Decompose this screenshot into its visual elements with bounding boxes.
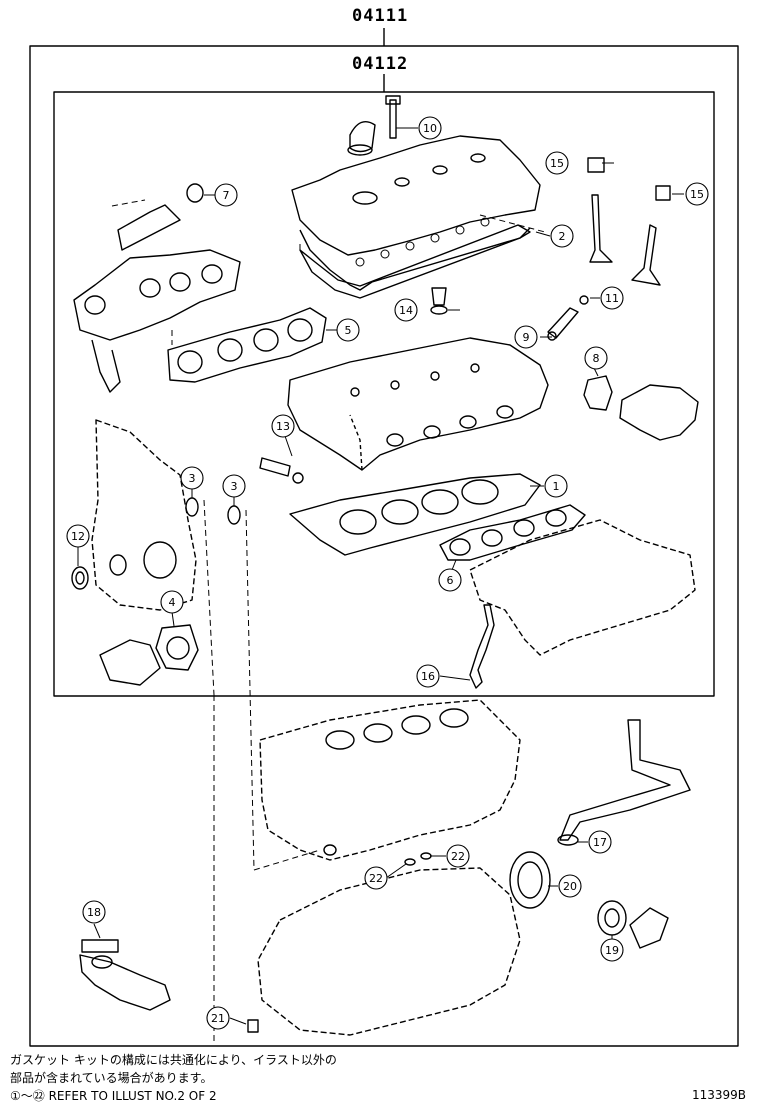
exhaust-manifold-drawing [73, 183, 241, 393]
fuel-injector-drawing [547, 307, 579, 339]
part-callout-4[interactable]: 4 [160, 590, 184, 614]
part-callout-16[interactable]: 16 [416, 664, 440, 688]
svg-text:3: 3 [189, 472, 196, 485]
intake-manifold-drawing [469, 519, 696, 656]
svg-text:10: 10 [423, 122, 437, 135]
svg-text:4: 4 [169, 596, 176, 609]
part-callout-13[interactable]: 13 [271, 414, 295, 438]
part-callout-12[interactable]: 12 [66, 524, 90, 548]
oil-strainer-drawing [79, 954, 171, 1011]
part-callout-14[interactable]: 14 [394, 298, 418, 322]
part-callout-18[interactable]: 18 [82, 900, 106, 924]
water-outlet-drawing [619, 384, 699, 441]
cylinder-block-drawing [259, 699, 521, 861]
crankshaft-oil-seal-front-drawing [597, 900, 627, 936]
part-callout-1[interactable]: 1 [544, 474, 568, 498]
svg-text:8: 8 [593, 352, 600, 365]
oil-level-gauge-guide-drawing [469, 604, 495, 689]
cylinder-head-cover-drawing [291, 95, 541, 291]
note-line-3: ①～㉒ REFER TO ILLUST NO.2 OF 2 [10, 1089, 217, 1103]
svg-text:18: 18 [87, 906, 101, 919]
intake-valve-drawing [589, 194, 613, 263]
kit-inner-code[interactable]: 04112 [352, 54, 409, 74]
svg-text:22: 22 [451, 850, 465, 863]
crankshaft-oil-seal-rear-drawing [509, 851, 551, 909]
part-callout-10[interactable]: 10 [418, 116, 442, 140]
document-id: 113399B [691, 1088, 746, 1102]
note-line-1: ガスケット キットの構成には共通化により、イラスト以外の [10, 1053, 337, 1067]
water-outlet-gasket-drawing [583, 375, 613, 411]
timing-chain-cover-drawing [91, 419, 197, 611]
exhaust-manifold-gasket-drawing [167, 307, 327, 383]
part-callout-15b[interactable]: 15 [685, 182, 709, 206]
part-callout-6[interactable]: 6 [438, 568, 462, 592]
part-callout-22b[interactable]: 22 [364, 866, 388, 890]
svg-text:3: 3 [231, 480, 238, 493]
water-pump-drawing [99, 639, 161, 686]
head-cover-gasket-drawing [299, 224, 531, 299]
svg-text:15: 15 [550, 157, 564, 170]
part-callout-2[interactable]: 2 [550, 224, 574, 248]
water-inlet-pipe-drawing [559, 719, 691, 841]
svg-text:21: 21 [211, 1012, 225, 1025]
part-callout-8[interactable]: 8 [584, 346, 608, 370]
svg-text:20: 20 [563, 880, 577, 893]
svg-text:22: 22 [369, 872, 383, 885]
part-callout-3b[interactable]: 3 [222, 474, 246, 498]
part-callout-11[interactable]: 11 [600, 286, 624, 310]
svg-text:15: 15 [690, 188, 704, 201]
svg-text:16: 16 [421, 670, 435, 683]
svg-text:19: 19 [605, 944, 619, 957]
svg-text:12: 12 [71, 530, 85, 543]
note-line-2: 部品が含まれている場合があります。 [10, 1071, 213, 1085]
svg-text:6: 6 [447, 574, 454, 587]
exhaust-valve-drawing [631, 224, 661, 286]
part-callout-7[interactable]: 7 [214, 183, 238, 207]
water-pump-gasket-drawing [155, 624, 199, 671]
cylinder-head-drawing [287, 337, 549, 471]
inner-kit-frame [53, 91, 715, 697]
part-callout-15a[interactable]: 15 [545, 151, 569, 175]
oil-pan-drawing [257, 867, 521, 1036]
svg-text:11: 11 [605, 292, 619, 305]
svg-text:5: 5 [345, 324, 352, 337]
outer-kit-frame [29, 45, 739, 1047]
part-callout-3a[interactable]: 3 [180, 466, 204, 490]
part-callout-5[interactable]: 5 [336, 318, 360, 342]
kit-outer-code[interactable]: 04111 [352, 6, 409, 26]
cylinder-head-gasket-drawing [289, 473, 541, 556]
svg-text:13: 13 [276, 420, 290, 433]
part-callout-9[interactable]: 9 [514, 325, 538, 349]
svg-text:1: 1 [553, 480, 560, 493]
svg-text:9: 9 [523, 331, 530, 344]
part-callout-20[interactable]: 20 [558, 874, 582, 898]
part-callout-22a[interactable]: 22 [446, 844, 470, 868]
svg-text:17: 17 [593, 836, 607, 849]
part-callout-17[interactable]: 17 [588, 830, 612, 854]
part-callout-19[interactable]: 19 [600, 938, 624, 962]
part-callout-21[interactable]: 21 [206, 1006, 230, 1030]
svg-text:14: 14 [399, 304, 413, 317]
svg-text:7: 7 [223, 189, 230, 202]
svg-text:2: 2 [559, 230, 566, 243]
intake-manifold-gasket-drawing [439, 504, 586, 561]
